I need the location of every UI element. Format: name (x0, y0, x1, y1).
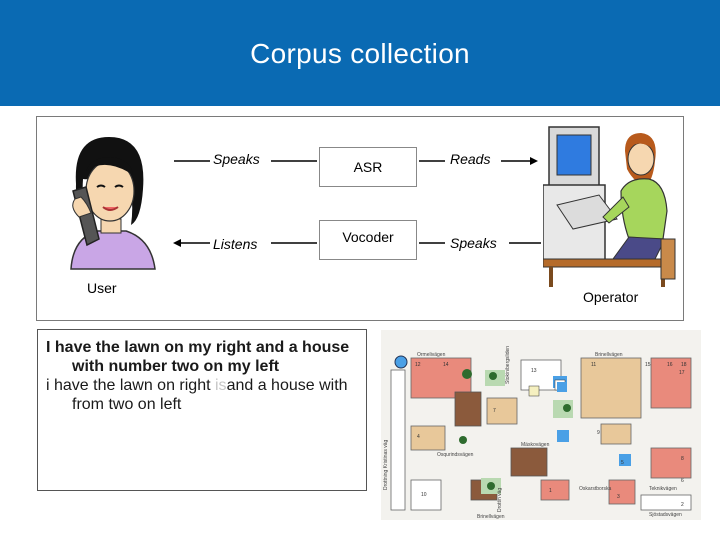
listens-label: Listens (213, 236, 258, 252)
recognized-part-2: and a house with from two on left (72, 377, 348, 413)
recognized-utterance: i have the lawn on right isand a house w… (46, 376, 358, 414)
house-number: 9 (597, 430, 600, 436)
speaks-to-asr-line (271, 160, 317, 162)
house-number: 15 (645, 362, 651, 368)
house-number: 13 (531, 368, 537, 374)
street-label: Teknikvägen (649, 486, 677, 492)
speaks-to-vocoder-line (419, 242, 445, 244)
street-label: Drottin väg (497, 488, 503, 512)
house-number: 1 (549, 488, 552, 494)
house-number: 18 (681, 362, 687, 368)
house-number: 14 (443, 362, 449, 368)
operator-speaks-line (509, 242, 541, 244)
vocoder-label: Vocoder (342, 229, 394, 245)
street-label: Ormelivägen (417, 352, 446, 358)
street-label: Mäskovägen (521, 442, 550, 448)
street-label: Stokinibergsliden (505, 346, 511, 384)
corpus-diagram: User Speaks Listens ASR Vocoder Reads Sp… (36, 116, 684, 321)
street-label: Brinellvägen (477, 514, 505, 520)
reads-label: Reads (450, 151, 491, 167)
asr-box: ASR (319, 147, 417, 187)
title-banner: Corpus collection (0, 0, 720, 106)
house-number: 3 (617, 494, 620, 500)
house-number: 10 (421, 492, 427, 498)
street-label: Oskarstborska (579, 486, 611, 492)
house-number: 11 (591, 362, 596, 368)
reference-utterance: I have the lawn on my right and a house … (46, 339, 350, 375)
street-map: Ormelivägen Brinellvägen Stokinibergslid… (381, 330, 701, 520)
asr-label: ASR (353, 159, 383, 175)
house-number: 5 (621, 460, 624, 466)
house-number: 4 (417, 434, 420, 440)
house-number: 7 (493, 408, 496, 414)
inserted-word: is (215, 377, 227, 394)
page-title: Corpus collection (250, 38, 470, 69)
street-label: Drottning Kristinas väg (383, 439, 389, 490)
house-number: 2 (681, 502, 684, 508)
street-label: Sjöstadsvägen (649, 512, 682, 518)
street-label: Osqurindsvägen (437, 452, 474, 458)
reads-arrow (501, 157, 538, 165)
house-number: 6 (681, 478, 684, 484)
vocoder-to-listens-line (271, 242, 317, 244)
speaks-arrow (174, 160, 210, 162)
street-label: Brinellvägen (595, 352, 623, 358)
house-number: 17 (679, 370, 685, 376)
operator-label: Operator (583, 289, 639, 305)
listens-arrow (173, 239, 210, 247)
speaks-label-right: Speaks (450, 235, 497, 251)
user-figure-icon (70, 137, 156, 270)
asr-to-reads-line (419, 160, 445, 162)
speaks-label-left: Speaks (213, 151, 260, 167)
house-number: 8 (681, 456, 684, 462)
house-number: 16 (667, 362, 673, 368)
utterance-box: I have the lawn on my right and a house … (37, 329, 367, 491)
recognized-part-1: i have the lawn on right (46, 377, 215, 394)
house-number: 12 (415, 362, 421, 368)
vocoder-box: Vocoder (319, 220, 417, 260)
operator-figure-icon (543, 126, 676, 287)
user-label: User (87, 280, 117, 296)
